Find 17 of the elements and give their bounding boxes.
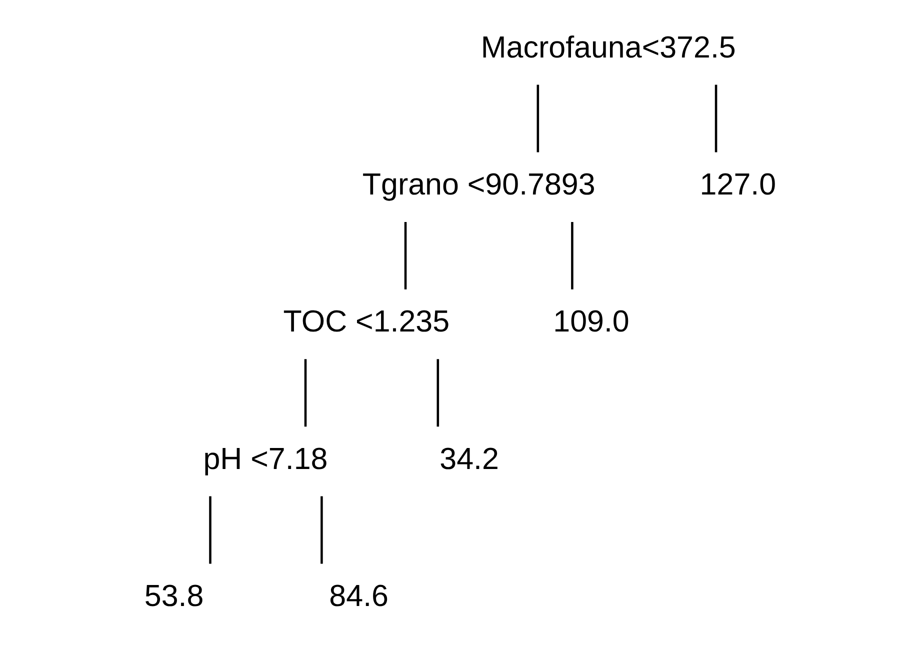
- connector: [404, 222, 407, 290]
- connector: [714, 84, 718, 152]
- connector: [304, 359, 307, 427]
- node-text: 109.0: [553, 304, 630, 339]
- node-text: pH <7.18: [203, 442, 328, 476]
- connector: [571, 222, 574, 290]
- connector: [436, 359, 440, 427]
- connector: [209, 496, 212, 564]
- node-text: 53.8: [144, 579, 204, 614]
- node-text: Tgrano <90.7893: [362, 168, 596, 202]
- connector: [320, 496, 323, 564]
- node-text: TOC <1.235: [283, 304, 450, 339]
- node-text: 34.2: [440, 442, 499, 476]
- connector: [536, 84, 540, 152]
- node-text: 127.0: [700, 168, 776, 202]
- node-text: Macrofauna<372.5: [480, 30, 736, 64]
- node-text: 84.6: [329, 579, 388, 614]
